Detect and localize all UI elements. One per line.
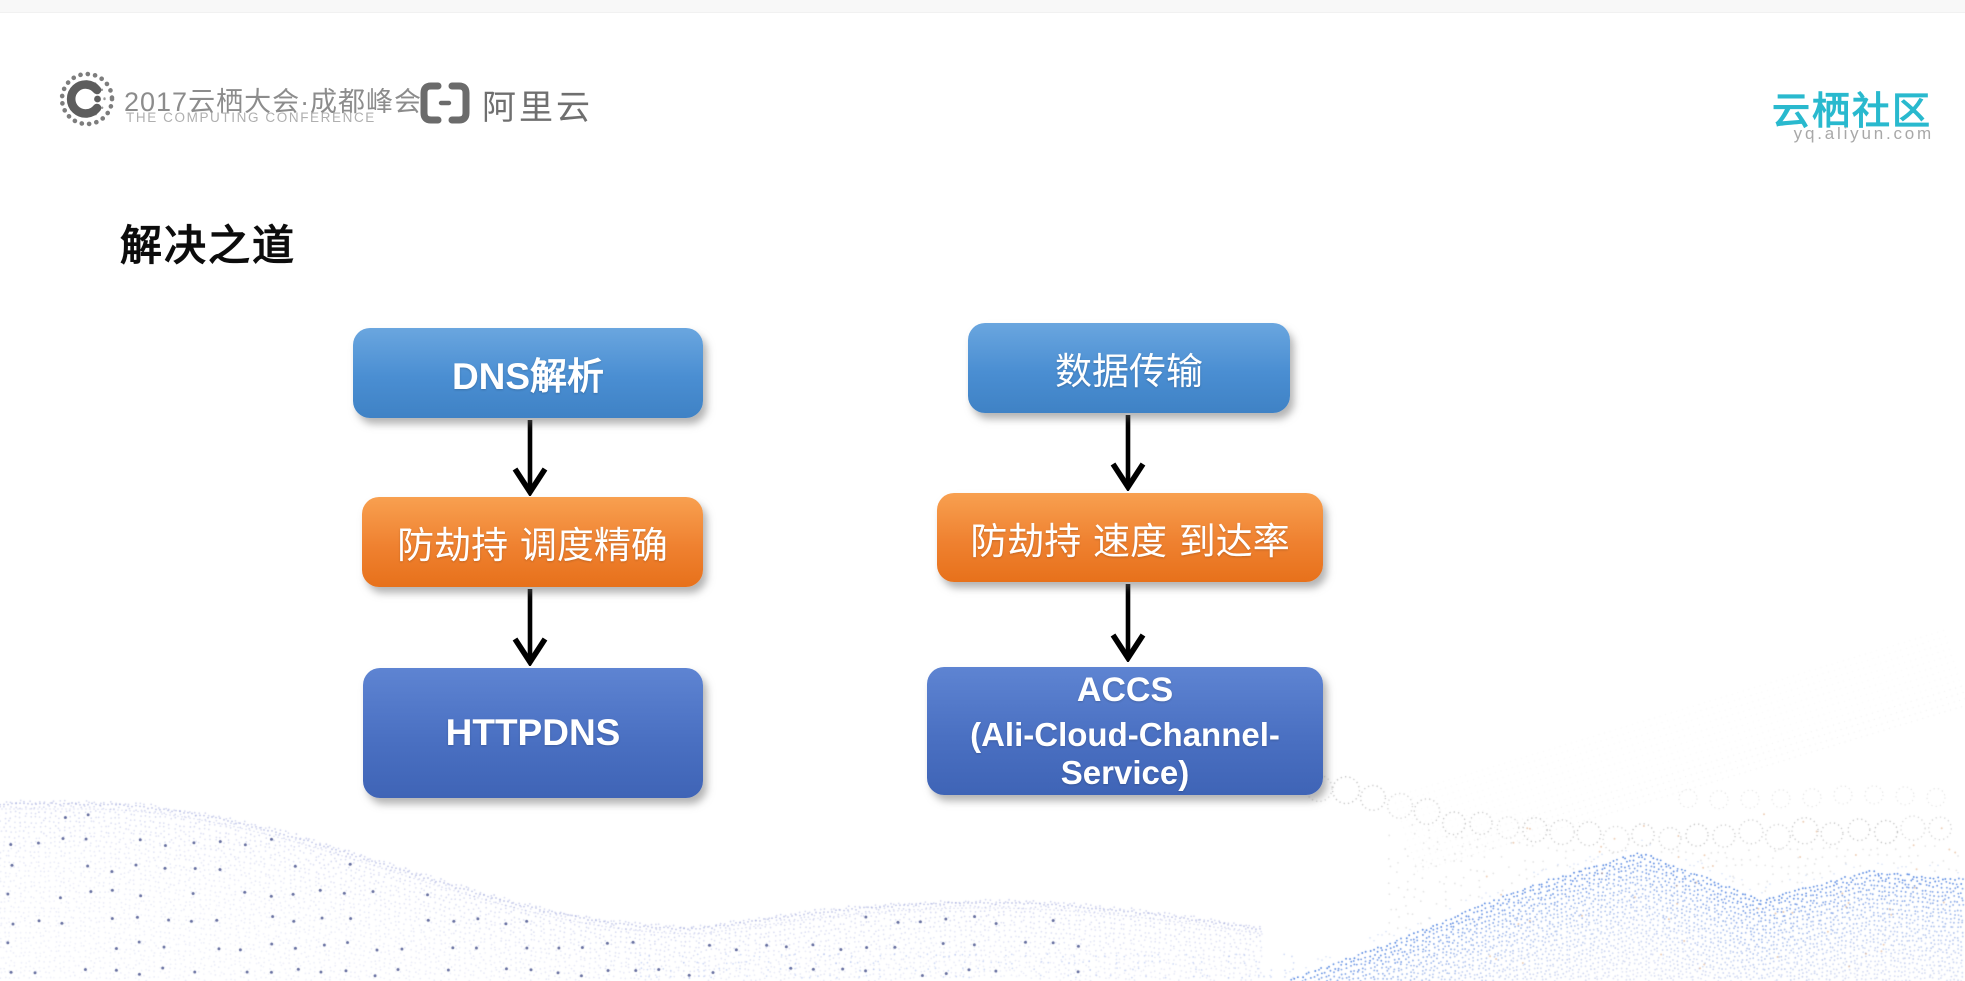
aliyun-brackets-icon (420, 82, 470, 124)
conference-subtitle: THE COMPUTING CONFERENCE (126, 110, 376, 125)
flow-box-data-transfer: 数据传输 (968, 323, 1290, 413)
flow-box-httpdns: HTTPDNS (363, 668, 703, 798)
flow-box-label: DNS解析 (451, 356, 605, 397)
computing-conference-logo-icon (59, 71, 115, 127)
aliyun-wordmark: 阿里云 (482, 89, 593, 127)
flow-box-label: HTTPDNS (445, 712, 621, 753)
flow-box-label: ACCS (1076, 670, 1174, 709)
flow-box-sublabel: (Ali-Cloud-Channel-Service) (970, 715, 1280, 791)
down-arrow-icon (512, 420, 548, 496)
page-title: 解决之道 (120, 222, 297, 269)
down-arrow-icon (512, 589, 548, 666)
down-arrow-icon (1110, 584, 1146, 662)
flow-box-label: 防劫持 调度精确 (397, 524, 668, 567)
flow-box-antihijack-scheduling: 防劫持 调度精确 (362, 497, 703, 587)
community-domain-text: yq.aliyun.com (1793, 124, 1934, 143)
flow-box-label: 数据传输 (1055, 350, 1203, 393)
down-arrow-icon (1110, 415, 1146, 491)
flow-box-dns-resolve: DNS解析 (353, 328, 703, 418)
flow-box-antihijack-speed-reach: 防劫持 速度 到达率 (937, 493, 1323, 582)
flow-box-accs: ACCS (Ali-Cloud-Channel-Service) (927, 667, 1323, 795)
flow-box-label: 防劫持 速度 到达率 (970, 519, 1290, 563)
top-strip (0, 0, 1965, 13)
